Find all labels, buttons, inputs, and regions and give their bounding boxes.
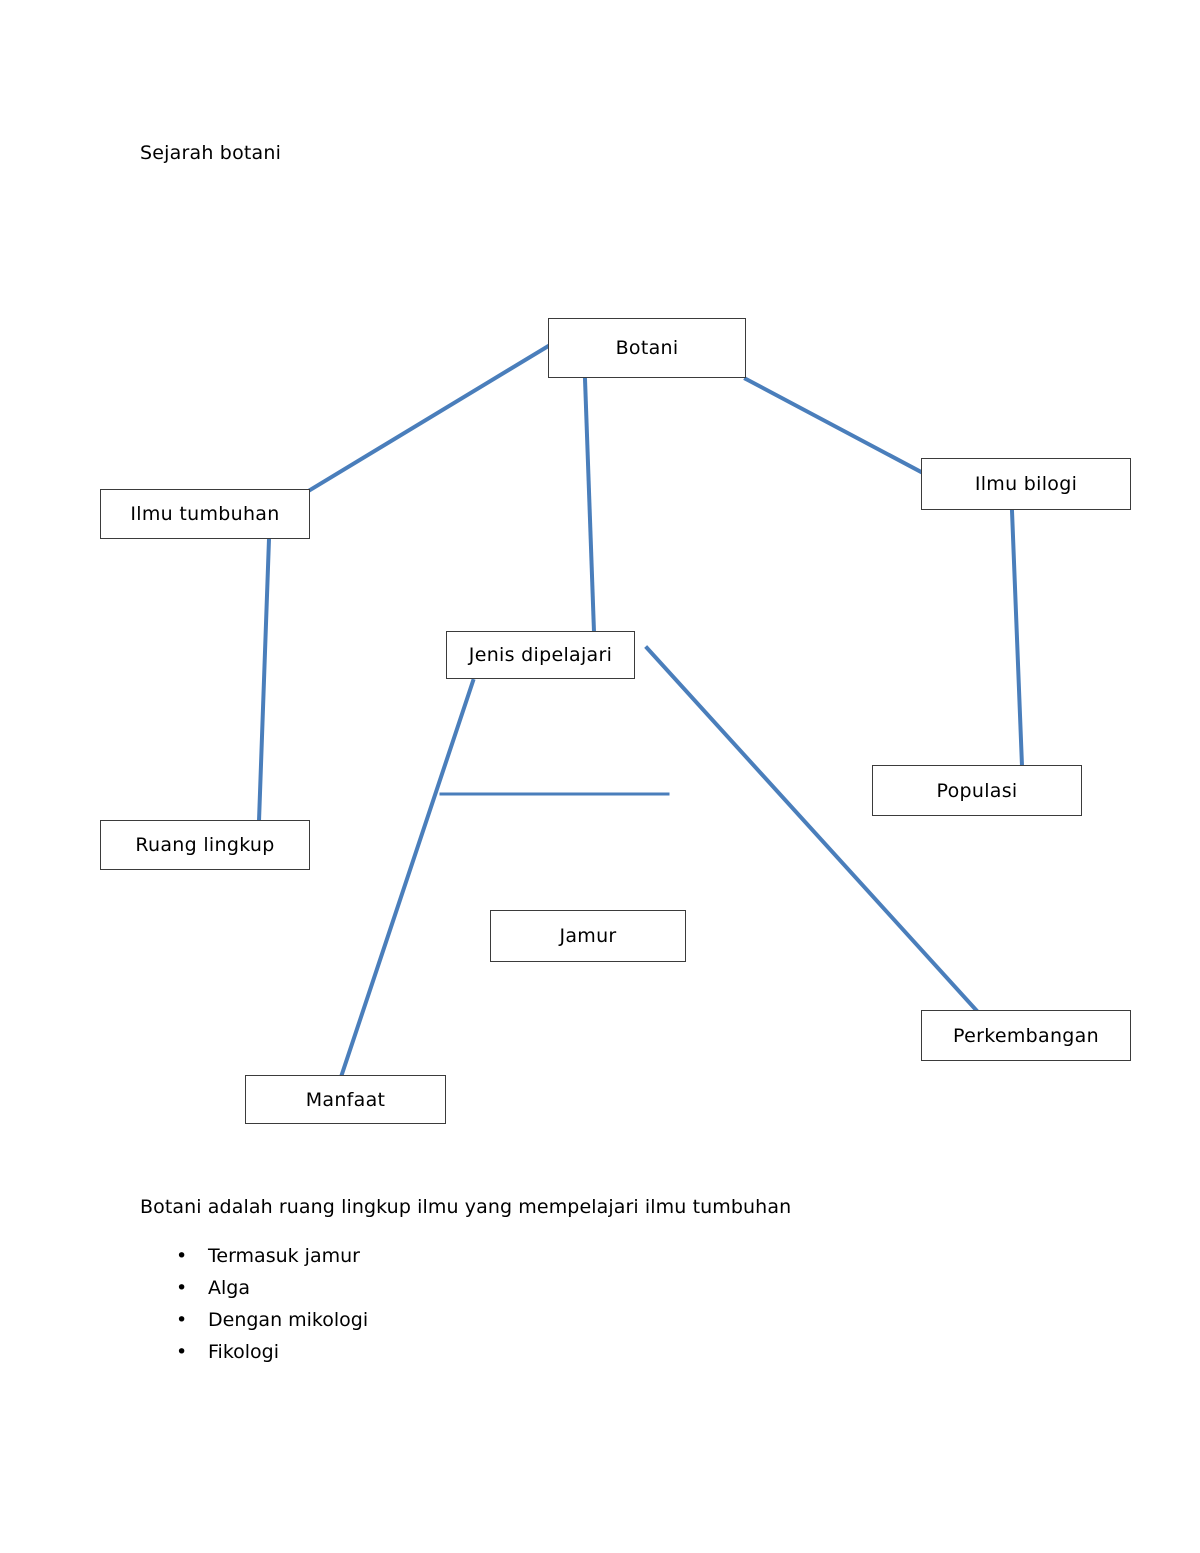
- node-ilmu-bilogi-label: Ilmu bilogi: [974, 473, 1078, 495]
- bullet-icon: •: [176, 1245, 188, 1267]
- node-ruang-lingkup-label: Ruang lingkup: [135, 834, 275, 856]
- list-item-label: Dengan mikologi: [208, 1309, 369, 1331]
- connector-ilmu-bilogi-populasi: [1009, 508, 1025, 769]
- bullet-icon: •: [176, 1309, 188, 1331]
- connector-botani-jenis: [582, 376, 597, 635]
- list-item: • Dengan mikologi: [140, 1304, 840, 1336]
- node-perkembangan[interactable]: Perkembangan: [921, 1010, 1131, 1061]
- node-ruang-lingkup[interactable]: Ruang lingkup: [100, 820, 310, 870]
- node-manfaat-label: Manfaat: [305, 1088, 386, 1111]
- node-jenis-dipelajari[interactable]: Jenis dipelajari: [446, 631, 635, 679]
- page-title: Sejarah botani: [140, 142, 282, 164]
- node-populasi-label: Populasi: [936, 779, 1018, 802]
- node-ilmu-tumbuhan[interactable]: Ilmu tumbuhan: [100, 489, 310, 539]
- node-ilmu-bilogi[interactable]: Ilmu bilogi: [921, 458, 1131, 510]
- node-jamur-label: Jamur: [559, 925, 617, 947]
- connector-jenis-perkembangan: [644, 645, 980, 1014]
- list-item: • Termasuk jamur: [140, 1240, 840, 1272]
- node-jamur[interactable]: Jamur: [490, 910, 686, 962]
- list-item-label: Fikologi: [208, 1341, 280, 1363]
- connector-botani-ilmu-tumbuhan: [307, 342, 553, 493]
- connector-jenis-manfaat: [338, 678, 476, 1080]
- connector-botani-ilmu-bilogi: [743, 376, 926, 476]
- bullet-list: • Termasuk jamur • Alga • Dengan mikolog…: [140, 1240, 840, 1368]
- node-ilmu-tumbuhan-label: Ilmu tumbuhan: [130, 503, 280, 525]
- list-item-label: Alga: [208, 1277, 250, 1299]
- bullet-icon: •: [176, 1277, 188, 1299]
- node-manfaat[interactable]: Manfaat: [245, 1075, 446, 1124]
- node-perkembangan-label: Perkembangan: [953, 1024, 1099, 1047]
- connector-ilmu-tumbuhan-ruang-lingkup: [256, 536, 272, 824]
- node-botani-label: Botani: [615, 337, 679, 359]
- list-item: • Alga: [140, 1272, 840, 1304]
- node-populasi[interactable]: Populasi: [872, 765, 1082, 816]
- node-jenis-dipelajari-label: Jenis dipelajari: [468, 644, 613, 666]
- list-item-label: Termasuk jamur: [208, 1245, 360, 1267]
- body-paragraph: Botani adalah ruang lingkup ilmu yang me…: [140, 1196, 792, 1218]
- bullet-icon: •: [176, 1341, 188, 1363]
- list-item: • Fikologi: [140, 1336, 840, 1368]
- node-botani[interactable]: Botani: [548, 318, 746, 378]
